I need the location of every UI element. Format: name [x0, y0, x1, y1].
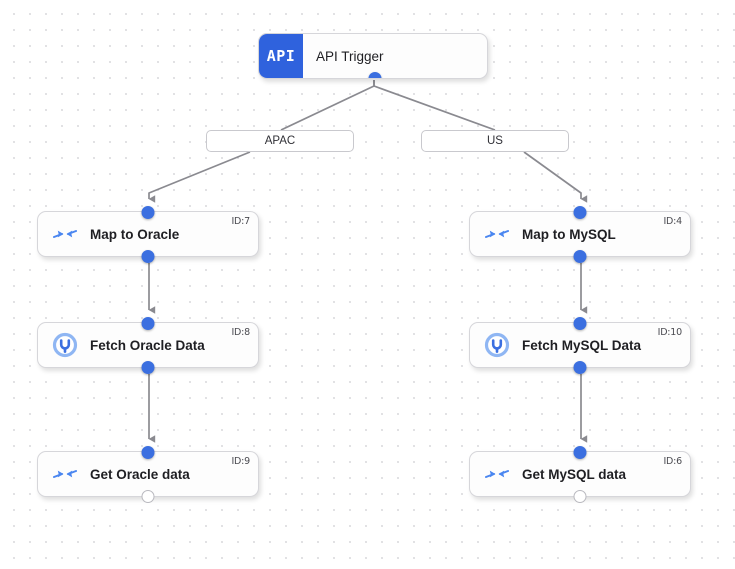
node-map-to-oracle[interactable]: Map to Oracle ID:7 [37, 205, 259, 263]
branch-label-text: US [487, 135, 503, 147]
api-badge-text: API [266, 47, 296, 65]
branch-label-text: APAC [264, 135, 296, 147]
branch-label-us[interactable]: US [421, 130, 569, 152]
map-arrows-icon [484, 221, 510, 247]
node-get-oracle-data[interactable]: Get Oracle data ID:9 [37, 445, 259, 503]
output-port[interactable] [573, 249, 587, 263]
branch-label-apac[interactable]: APAC [206, 130, 354, 152]
node-title: Fetch MySQL Data [522, 337, 642, 353]
node-id-label: ID:9 [231, 456, 250, 467]
node-id-label: ID:4 [663, 216, 682, 227]
node-id-label: ID:6 [663, 456, 682, 467]
map-arrows-icon [484, 461, 510, 487]
node-title: Map to MySQL [522, 226, 616, 242]
input-port[interactable] [141, 445, 155, 459]
node-id-label: ID:8 [231, 327, 250, 338]
node-get-mysql-data[interactable]: Get MySQL data ID:6 [469, 445, 691, 503]
node-map-to-mysql[interactable]: Map to MySQL ID:4 [469, 205, 691, 263]
input-port[interactable] [141, 205, 155, 219]
edge-trigger-us [373, 80, 496, 131]
edge-us-map-mysql [523, 151, 588, 203]
node-api-trigger[interactable]: API API Trigger [258, 33, 488, 79]
input-port[interactable] [141, 316, 155, 330]
output-port[interactable] [141, 249, 155, 263]
map-arrows-icon [52, 221, 78, 247]
input-port[interactable] [573, 316, 587, 330]
input-port[interactable] [573, 205, 587, 219]
api-badge-icon: API [259, 34, 303, 78]
node-fetch-oracle-data[interactable]: Fetch Oracle Data ID:8 [37, 316, 259, 374]
node-fetch-mysql-data[interactable]: Fetch MySQL Data ID:10 [469, 316, 691, 374]
output-port[interactable] [141, 360, 155, 374]
node-id-label: ID:10 [657, 327, 683, 338]
edge-trigger-apac [280, 80, 375, 131]
node-title: Map to Oracle [90, 226, 180, 242]
output-port[interactable] [141, 489, 155, 503]
plug-connector-icon [52, 332, 78, 358]
output-port[interactable] [573, 360, 587, 374]
node-title: API Trigger [316, 48, 384, 64]
node-title: Get MySQL data [522, 466, 627, 482]
edge-apac-map-oracle [148, 151, 251, 203]
node-title: Fetch Oracle Data [90, 337, 205, 353]
plug-connector-icon [484, 332, 510, 358]
node-id-label: ID:7 [231, 216, 250, 227]
input-port[interactable] [573, 445, 587, 459]
output-port[interactable] [573, 489, 587, 503]
output-port[interactable] [368, 71, 382, 78]
map-arrows-icon [52, 461, 78, 487]
node-title: Get Oracle data [90, 466, 190, 482]
